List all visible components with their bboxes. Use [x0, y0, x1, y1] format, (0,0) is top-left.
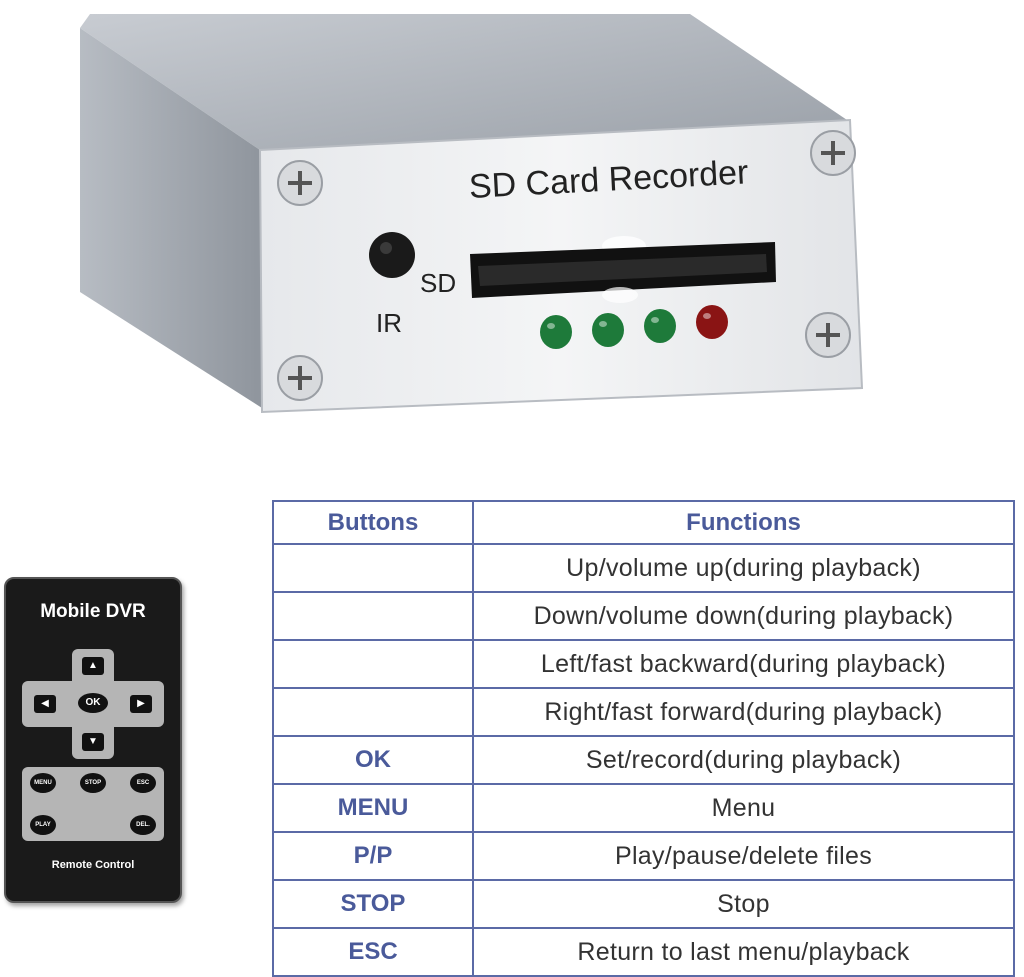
button-cell: STOP [272, 879, 474, 929]
status-led [644, 309, 676, 343]
table-row: STOP Stop [272, 879, 1015, 929]
button-cell: P/P [272, 831, 474, 881]
remote-title: Mobile DVR [40, 601, 146, 622]
right-arrow-icon[interactable]: ▶ [130, 695, 152, 713]
ir-label: IR [376, 308, 402, 338]
status-led [540, 315, 572, 349]
table-header-row: Buttons Functions [272, 500, 1015, 545]
table-row: Up/volume up(during playback) [272, 543, 1015, 593]
header-buttons: Buttons [272, 500, 474, 545]
sd-label: SD [420, 268, 457, 298]
status-led [592, 313, 624, 347]
button-cell: ESC [272, 927, 474, 977]
table-row: OK Set/record(during playback) [272, 735, 1015, 785]
up-arrow-icon[interactable]: ▲ [82, 657, 104, 675]
function-cell: Left/fast backward(during playback) [472, 639, 1015, 689]
function-cell: Up/volume up(during playback) [472, 543, 1015, 593]
sd-card-recorder-device: SD Card Recorder SD IR [0, 0, 1024, 440]
header-functions: Functions [472, 500, 1015, 545]
function-cell: Return to last menu/playback [472, 927, 1015, 977]
screw-bottom-right [805, 312, 851, 358]
table-row: Down/volume down(during playback) [272, 591, 1015, 641]
button-cell [272, 639, 474, 689]
remote-esc-button[interactable]: ESC [130, 773, 156, 793]
table-row: MENU Menu [272, 783, 1015, 833]
table-row: Right/fast forward(during playback) [272, 687, 1015, 737]
button-cell: OK [272, 735, 474, 785]
function-cell: Right/fast forward(during playback) [472, 687, 1015, 737]
table-row: P/P Play/pause/delete files [272, 831, 1015, 881]
down-arrow-icon[interactable]: ▼ [82, 733, 104, 751]
button-function-table: Buttons Functions Up/volume up(during pl… [272, 500, 1015, 977]
table-row: ESC Return to last menu/playback [272, 927, 1015, 977]
remote-control: Mobile DVR ▲ ▼ ◀ ▶ OK MENU STOP ESC PLAY… [4, 577, 182, 903]
remote-menu-button[interactable]: MENU [30, 773, 56, 793]
function-cell: Menu [472, 783, 1015, 833]
function-cell: Set/record(during playback) [472, 735, 1015, 785]
ir-sensor [369, 232, 415, 278]
status-led [696, 305, 728, 339]
table-row: Left/fast backward(during playback) [272, 639, 1015, 689]
button-cell: MENU [272, 783, 474, 833]
screw-bottom-left [277, 355, 323, 401]
function-cell: Down/volume down(during playback) [472, 591, 1015, 641]
button-cell [272, 591, 474, 641]
device-illustration [80, 14, 864, 414]
remote-del-button[interactable]: DEL. [130, 815, 156, 835]
button-cell [272, 543, 474, 593]
left-arrow-icon[interactable]: ◀ [34, 695, 56, 713]
remote-play-button[interactable]: PLAY [30, 815, 56, 835]
remote-stop-button[interactable]: STOP [80, 773, 106, 793]
function-cell: Play/pause/delete files [472, 831, 1015, 881]
remote-footer: Remote Control [51, 859, 135, 871]
screw-top-right [810, 130, 856, 176]
screw-top-left [277, 160, 323, 206]
function-cell: Stop [472, 879, 1015, 929]
button-cell [272, 687, 474, 737]
status-leds [540, 305, 728, 349]
remote-ok-button[interactable]: OK [78, 693, 108, 713]
